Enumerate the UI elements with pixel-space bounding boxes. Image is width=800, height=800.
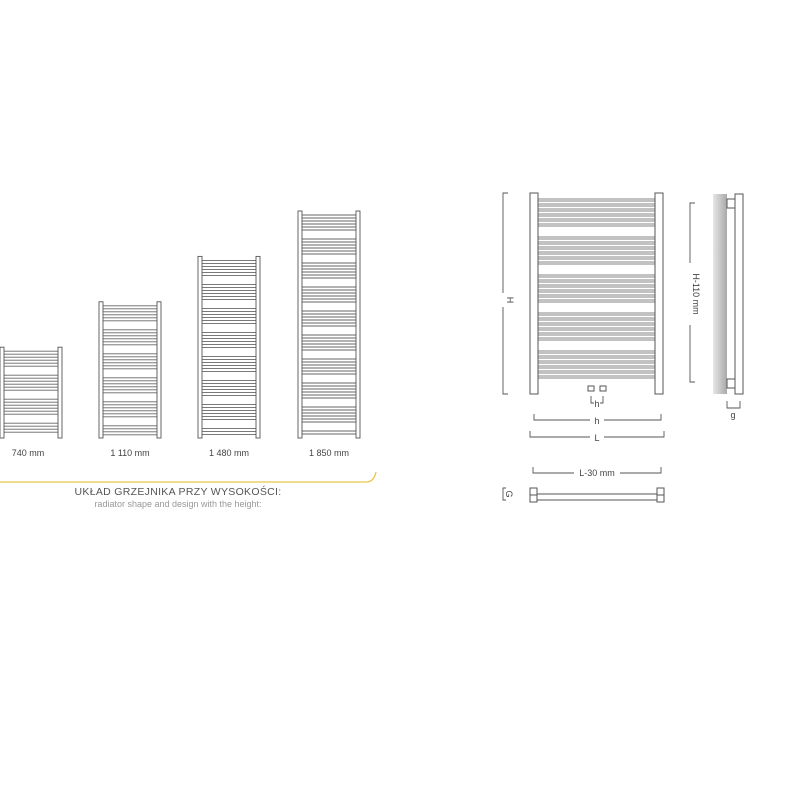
radiator-right-rail xyxy=(156,301,162,439)
top-view-right-end xyxy=(656,487,665,496)
right-rail xyxy=(654,192,664,395)
dimension-h-label: h xyxy=(594,416,599,426)
radiator-height-label: 1 480 mm xyxy=(209,448,249,458)
accent-bracket-line xyxy=(0,471,377,483)
front-view-bar xyxy=(537,294,656,298)
radiator-1850: 1 850 mm xyxy=(297,210,361,458)
front-view-bar xyxy=(537,312,656,316)
radiator-height-variants: 740 mm 1 110 mm 1 480 mm 1 850 mm xyxy=(0,210,361,458)
radiator-height-label: 1 850 mm xyxy=(309,448,349,458)
front-view-bar xyxy=(537,279,656,283)
front-view-bar xyxy=(537,218,656,222)
top-bracket xyxy=(726,198,736,209)
radiator-left-rail xyxy=(197,255,203,439)
radiator-740: 740 mm xyxy=(0,346,63,458)
front-view-bar xyxy=(537,360,656,364)
dimension-H-110-label: H-110 mm xyxy=(691,273,701,314)
dimension-g-label: g xyxy=(730,410,735,420)
radiator-1480: 1 480 mm xyxy=(197,255,261,458)
radiator-left-rail xyxy=(98,301,104,439)
front-view-bar xyxy=(537,274,656,278)
radiator-right-rail xyxy=(355,210,361,439)
front-view-bar xyxy=(537,198,656,202)
front-view-bar xyxy=(537,375,656,379)
radiator-right-rail xyxy=(255,255,261,439)
left-rail xyxy=(529,192,539,395)
top-view-left-end-lower xyxy=(529,494,538,503)
front-view-bar xyxy=(537,370,656,374)
dimension-G-label: G xyxy=(504,490,514,497)
front-view-bar xyxy=(537,365,656,369)
front-view-bar xyxy=(537,236,656,240)
front-view-bar xyxy=(537,327,656,331)
front-view-bar xyxy=(537,246,656,250)
radiator-left-rail xyxy=(0,346,5,439)
side-view xyxy=(713,193,744,395)
radiator-right-rail xyxy=(57,346,63,439)
front-view-bar xyxy=(537,317,656,321)
front-view-bar xyxy=(537,203,656,207)
front-view-bar xyxy=(537,355,656,359)
front-view-bar xyxy=(537,208,656,212)
radiator-height-label: 1 110 mm xyxy=(110,448,149,458)
dimension-H-label: H xyxy=(505,297,515,304)
radiator-left-rail xyxy=(297,210,303,439)
wall xyxy=(713,194,727,394)
front-view-bars xyxy=(537,198,656,379)
radiator-height-label: 740 mm xyxy=(12,448,45,458)
front-view-bar xyxy=(537,241,656,245)
front-view-bar xyxy=(537,251,656,255)
front-view-bar xyxy=(537,350,656,354)
front-view-bar xyxy=(537,223,656,227)
connector-right xyxy=(599,385,607,392)
top-view-left-end xyxy=(529,487,538,496)
front-view-bar xyxy=(537,299,656,303)
top-view-right-end-lower xyxy=(656,494,665,503)
heights-title: UKŁAD GRZEJNIKA PRZY WYSOKOŚCI: xyxy=(74,486,282,498)
dimension-L-30-label: L-30 mm xyxy=(579,468,615,478)
side-rail xyxy=(734,193,744,395)
connector-left xyxy=(587,385,595,392)
front-view-bar xyxy=(537,289,656,293)
radiator-1110: 1 110 mm xyxy=(98,301,162,458)
front-view-bar xyxy=(537,261,656,265)
front-view-bar xyxy=(537,322,656,326)
front-view-bar xyxy=(537,213,656,217)
top-view xyxy=(529,487,665,503)
front-view-bar xyxy=(537,337,656,341)
top-view-bar xyxy=(534,493,660,501)
front-view-bar xyxy=(537,256,656,260)
bottom-bracket xyxy=(726,378,736,389)
front-view-bar xyxy=(537,284,656,288)
dimension-connection-h-label: h xyxy=(594,399,599,409)
dimension-L-label: L xyxy=(594,433,599,443)
front-view xyxy=(529,192,664,395)
front-view-bar xyxy=(537,332,656,336)
heights-subtitle: radiator shape and design with the heigh… xyxy=(94,499,262,509)
